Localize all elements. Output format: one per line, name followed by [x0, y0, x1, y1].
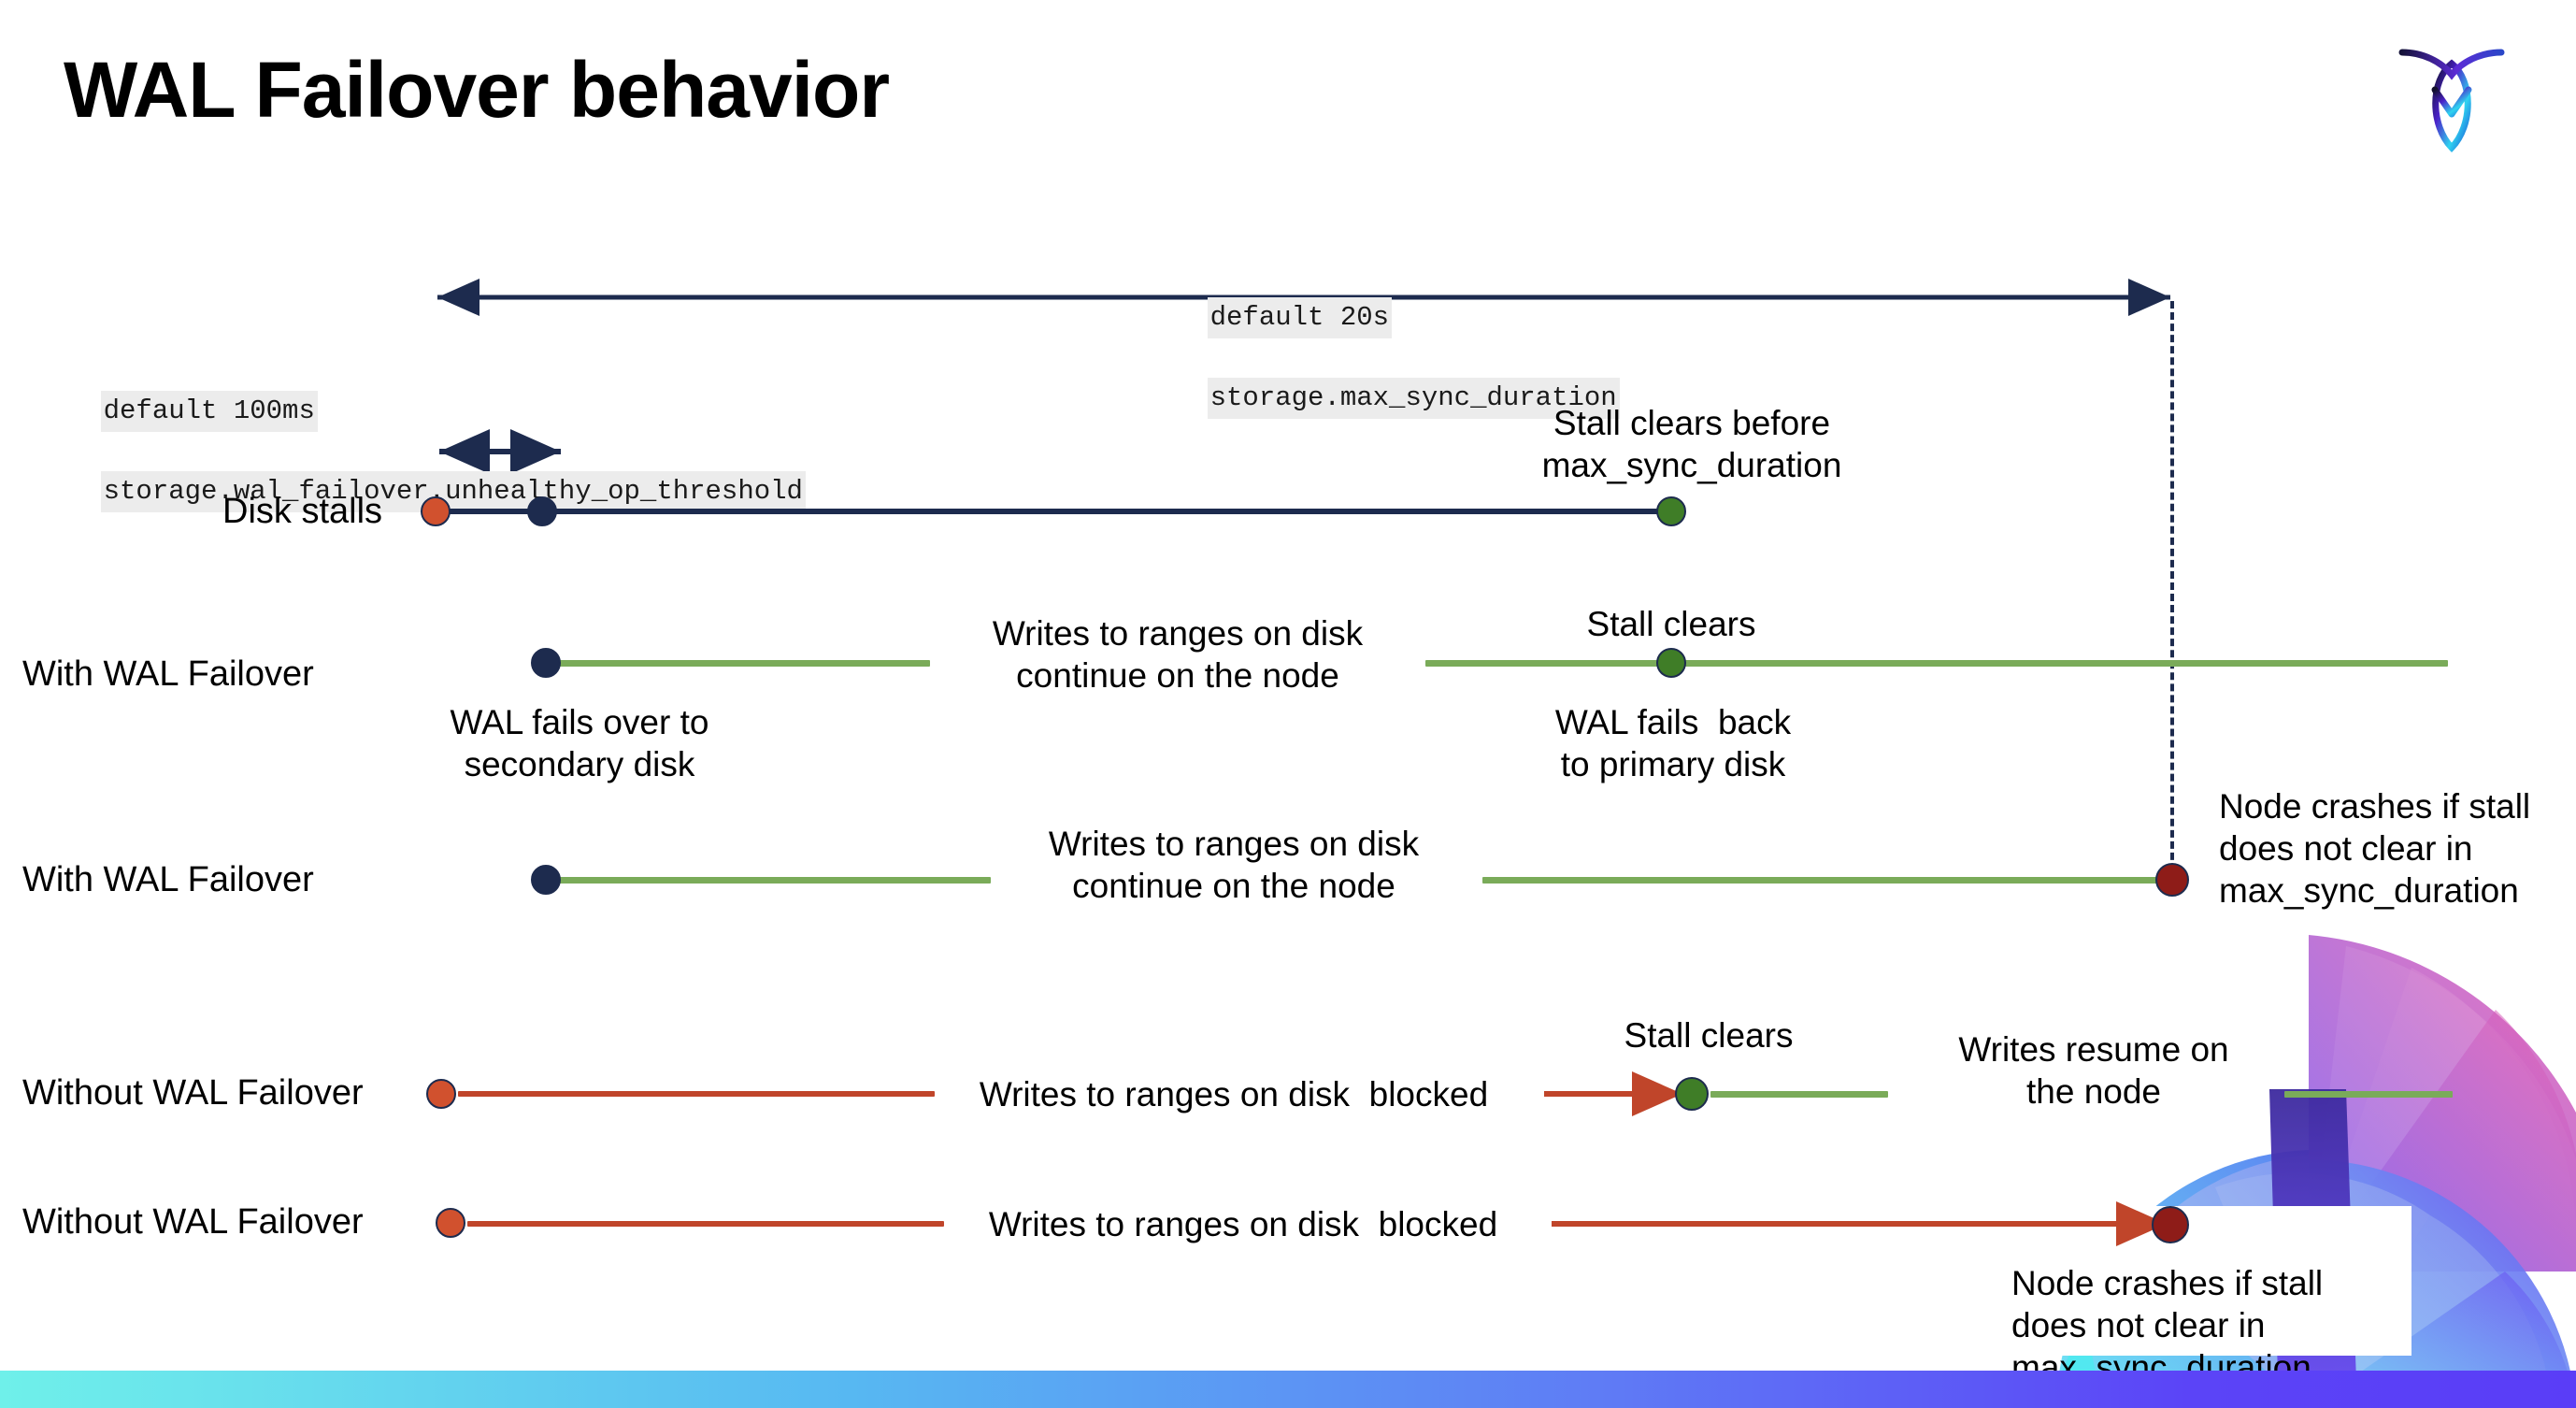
artwork-text-backdrop [1972, 1206, 2411, 1356]
row4-note-writes-resume: Writes resume on the node [1958, 1030, 2229, 1112]
bottom-gradient-bar [0, 1371, 2576, 1408]
row3-green-segment-right [1482, 877, 2179, 884]
row1-note-stall-clears-before: Stall clears before max_sync_duration [1541, 404, 1842, 485]
row5-red-segment [467, 1221, 944, 1227]
row-label-disk-stalls: Disk stalls [222, 492, 383, 531]
row2-note-wal-fails-back: WAL fails back to primary disk [1554, 703, 1792, 784]
row5-node-crash-dot [2152, 1206, 2189, 1243]
row5-stall-start-dot [436, 1208, 465, 1238]
row4-note-writes-blocked: Writes to ranges on disk blocked [979, 1075, 1489, 1113]
row4-stall-start-dot [426, 1079, 456, 1109]
unhealthy-op-threshold-annotation: default 100ms storage.wal_failover.unhea… [36, 352, 806, 552]
row4-green-segment-resume [2284, 1091, 2453, 1098]
row2-note-stall-clears: Stall clears [1586, 605, 1756, 643]
row4-note-stall-clears: Stall clears [1624, 1016, 1794, 1055]
max-sync-duration-dashed-guide [2170, 301, 2174, 883]
max-sync-default-label: default 20s [1207, 297, 1393, 339]
row3-note-writes-continue: Writes to ranges on disk continue on the… [1048, 825, 1420, 906]
row5-note-writes-blocked: Writes to ranges on disk blocked [988, 1205, 1498, 1243]
row2-wal-failover-dot [531, 648, 561, 678]
page-title: WAL Failover behavior [64, 46, 890, 134]
row3-wal-failover-dot [531, 865, 561, 895]
row3-note-node-crashes: Node crashes if stall does not clear in … [2219, 787, 2531, 911]
row4-stall-clears-dot [1675, 1077, 1709, 1111]
row-label-with-wal-failover-2: With WAL Failover [22, 860, 314, 899]
row1-stall-start-dot [421, 496, 451, 526]
row3-green-segment-left [551, 877, 991, 884]
row1-stall-clears-dot [1656, 496, 1686, 526]
row2-note-writes-continue: Writes to ranges on disk continue on the… [992, 614, 1364, 696]
row-label-without-wal-failover-2: Without WAL Failover [22, 1202, 364, 1242]
row2-green-segment-right [1425, 660, 2448, 667]
unhealthy-default-label: default 100ms [100, 391, 318, 433]
row2-stall-clears-dot [1656, 648, 1686, 678]
cockroachdb-logo-icon [2382, 28, 2522, 168]
row1-failover-trigger-dot [527, 496, 557, 526]
row3-node-crash-dot [2155, 863, 2189, 897]
row2-green-segment-left [551, 660, 930, 667]
row4-red-segment [458, 1091, 935, 1097]
row-label-with-wal-failover-1: With WAL Failover [22, 654, 314, 694]
unhealthy-setting-label: storage.wal_failover.unhealthy_op_thresh… [100, 471, 806, 513]
row4-green-segment-short [1710, 1091, 1888, 1098]
max-sync-duration-annotation: default 20s storage.max_sync_duration [1142, 258, 1620, 458]
row2-note-wal-fails-over: WAL fails over to secondary disk [450, 703, 709, 784]
max-sync-setting-label: storage.max_sync_duration [1207, 378, 1620, 420]
row-label-without-wal-failover-1: Without WAL Failover [22, 1073, 364, 1113]
row1-navy-segment [439, 509, 1673, 514]
